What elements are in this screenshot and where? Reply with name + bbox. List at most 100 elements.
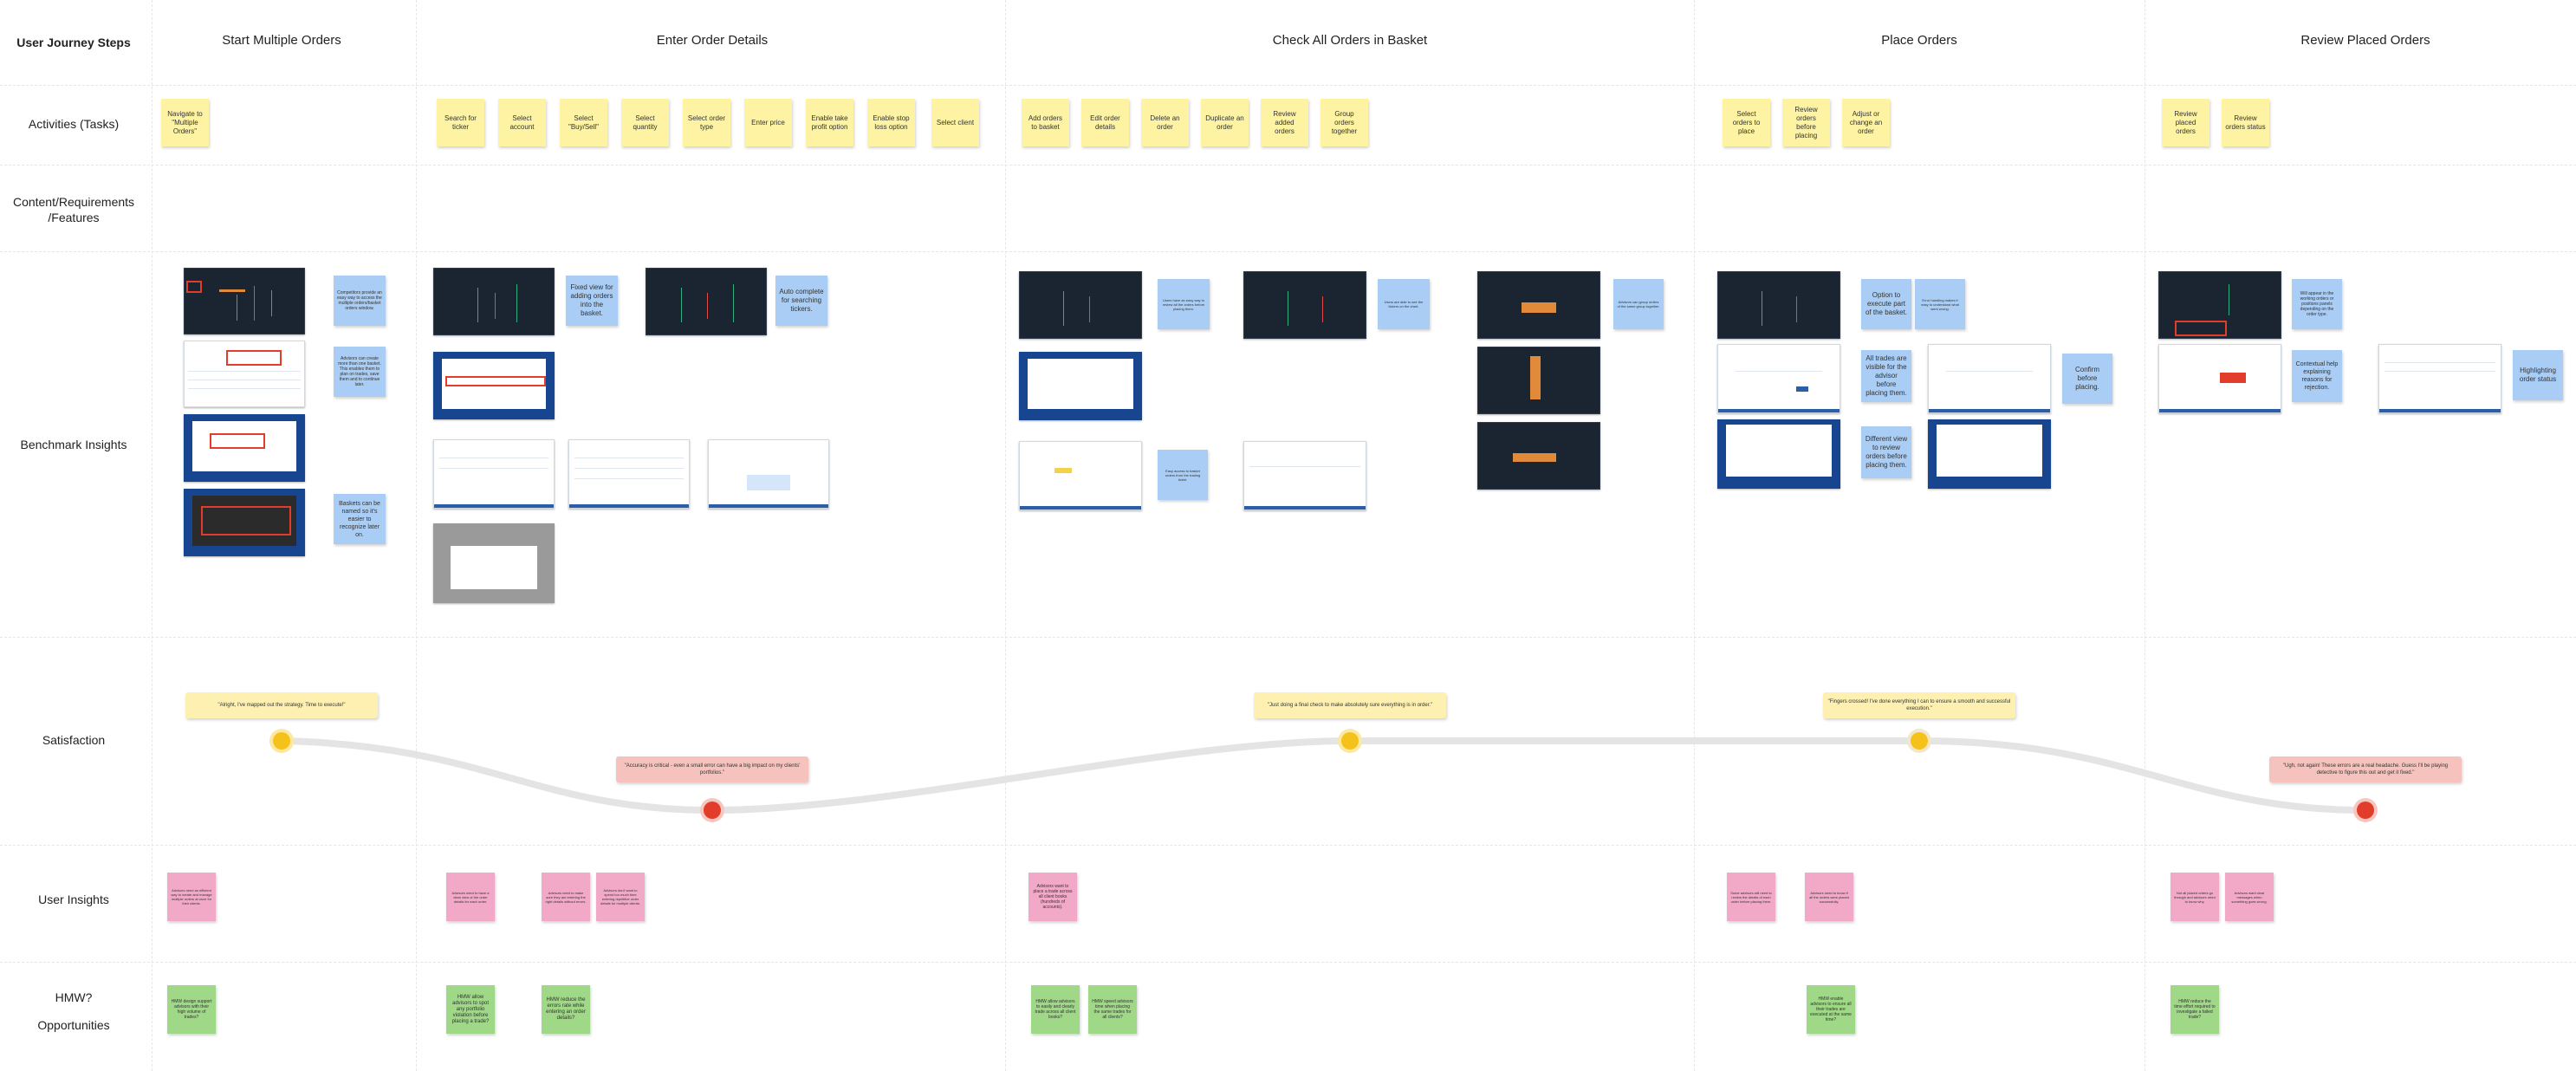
phase-start-multiple-orders: Start Multiple Orders bbox=[222, 33, 341, 48]
activity-sticky: Select client bbox=[931, 99, 979, 146]
activity-sticky: Edit order details bbox=[1081, 99, 1129, 146]
benchmark-screenshot bbox=[2378, 344, 2501, 413]
benchmark-note: Confirm before placing. bbox=[2062, 354, 2112, 404]
benchmark-note: Option to execute part of the basket. bbox=[1861, 279, 1911, 329]
benchmark-note: Users have an easy way to review all the… bbox=[1158, 279, 1210, 329]
activity-sticky: Navigate to "Multiple Orders" bbox=[161, 99, 209, 146]
benchmark-note: Advisors can group orders of the same gr… bbox=[1613, 279, 1664, 329]
benchmark-screenshot bbox=[568, 439, 690, 509]
phase-review-placed-orders: Review Placed Orders bbox=[2300, 33, 2430, 48]
row-divider bbox=[0, 165, 2576, 166]
benchmark-screenshot bbox=[184, 268, 305, 334]
hmw-sticky: HMW reduce the errors rate while enterin… bbox=[542, 985, 590, 1034]
satisfaction-point-low bbox=[704, 802, 721, 819]
hmw-sticky: HMW reduce the time effort required to i… bbox=[2170, 985, 2219, 1034]
row-label-content: Content/Requirements /Features bbox=[12, 195, 135, 224]
user-insight-sticky: Not all placed orders go through and adv… bbox=[2170, 873, 2219, 921]
benchmark-note: Highlighting order status bbox=[2513, 350, 2563, 400]
benchmark-screenshot bbox=[1928, 344, 2051, 413]
satisfaction-quote: "Alright, I've mapped out the strategy. … bbox=[185, 692, 378, 718]
user-insight-sticky: Some advisors will need to review the de… bbox=[1727, 873, 1775, 921]
benchmark-screenshot bbox=[1019, 352, 1142, 420]
satisfaction-quote: "Ugh, not again! These errors are a real… bbox=[2269, 756, 2462, 782]
activity-sticky: Search for ticker bbox=[437, 99, 484, 146]
activity-sticky: Enter price bbox=[744, 99, 792, 146]
activity-sticky: Enable take profit option bbox=[806, 99, 853, 146]
user-insight-sticky: Advisors need an efficient way to create… bbox=[167, 873, 216, 921]
hmw-sticky: HMW design support advisors with their h… bbox=[167, 985, 216, 1034]
benchmark-note: Auto complete for searching tickers. bbox=[775, 276, 827, 326]
benchmark-screenshot bbox=[184, 341, 305, 407]
activity-sticky: Review orders before placing bbox=[1782, 99, 1830, 146]
benchmark-screenshot bbox=[433, 268, 555, 335]
benchmark-screenshot bbox=[1477, 422, 1600, 490]
phase-enter-order-details: Enter Order Details bbox=[656, 33, 769, 48]
user-insight-sticky: Advisors don't want to spend too much ti… bbox=[596, 873, 645, 921]
satisfaction-point-low bbox=[2357, 802, 2374, 819]
benchmark-screenshot bbox=[184, 414, 305, 482]
row-label-satisfaction: Satisfaction bbox=[42, 733, 106, 747]
benchmark-note: Baskets can be named so it's easier to r… bbox=[334, 494, 386, 544]
row-label-hmw: HMW? bbox=[55, 990, 93, 1004]
row-divider bbox=[0, 251, 2576, 252]
row-label-steps: User Journey Steps bbox=[16, 36, 131, 49]
benchmark-screenshot bbox=[1717, 271, 1840, 339]
user-insight-sticky: Advisors want clear messages when someth… bbox=[2225, 873, 2274, 921]
row-divider bbox=[0, 962, 2576, 963]
hmw-sticky: HMW allow advisors to easily and clearly… bbox=[1031, 985, 1080, 1034]
benchmark-screenshot bbox=[1019, 441, 1142, 510]
benchmark-screenshot bbox=[433, 352, 555, 419]
benchmark-screenshot bbox=[433, 523, 555, 603]
user-insight-sticky: Advisors need to have a clear view of th… bbox=[446, 873, 495, 921]
activity-sticky: Select orders to place bbox=[1723, 99, 1770, 146]
benchmark-note: Easy access to basket orders from the tr… bbox=[1158, 450, 1208, 500]
benchmark-screenshot bbox=[1717, 344, 1840, 413]
hmw-sticky: HMW speed advisors time when placing the… bbox=[1088, 985, 1137, 1034]
benchmark-note: Different view to review orders before p… bbox=[1861, 426, 1911, 478]
column-divider bbox=[1694, 0, 1695, 1071]
benchmark-note: Fixed view for adding orders into the ba… bbox=[566, 276, 618, 326]
row-label-activities: Activities (Tasks) bbox=[28, 117, 120, 131]
activity-sticky: Adjust or change an order bbox=[1842, 99, 1890, 146]
row-label-benchmark: Benchmark Insights bbox=[20, 438, 127, 451]
benchmark-screenshot bbox=[708, 439, 829, 509]
benchmark-screenshot bbox=[2158, 344, 2281, 413]
activity-sticky: Add orders to basket bbox=[1022, 99, 1069, 146]
row-divider bbox=[0, 845, 2576, 846]
row-label-user-insights: User Insights bbox=[38, 892, 109, 906]
user-insight-sticky: Advisors want to place a trade across al… bbox=[1028, 873, 1077, 921]
activity-sticky: Review added orders bbox=[1261, 99, 1308, 146]
benchmark-note: All trades are visible for the advisor b… bbox=[1861, 350, 1911, 402]
benchmark-screenshot bbox=[1477, 271, 1600, 339]
benchmark-screenshot bbox=[1928, 419, 2051, 489]
benchmark-screenshot bbox=[1243, 271, 1366, 339]
column-divider bbox=[416, 0, 417, 1071]
activity-sticky: Select order type bbox=[683, 99, 730, 146]
satisfaction-point-high bbox=[1911, 732, 1928, 750]
benchmark-screenshot bbox=[433, 439, 555, 509]
satisfaction-quote: "Fingers crossed! I've done everything I… bbox=[1823, 692, 2015, 718]
activity-sticky: Select quantity bbox=[621, 99, 669, 146]
activity-sticky: Select "Buy/Sell" bbox=[560, 99, 607, 146]
activity-sticky: Review orders status bbox=[2222, 99, 2269, 146]
satisfaction-quote: "Accuracy is critical - even a small err… bbox=[616, 756, 808, 782]
benchmark-note: Competitors provide an easy way to acces… bbox=[334, 276, 386, 326]
activity-sticky: Delete an order bbox=[1141, 99, 1189, 146]
phase-check-orders-basket: Check All Orders in Basket bbox=[1272, 33, 1428, 48]
user-insight-sticky: Advisors need to make sure they are ente… bbox=[542, 873, 590, 921]
benchmark-note: Users are able to see the tickers on the… bbox=[1378, 279, 1430, 329]
activity-sticky: Group orders together bbox=[1320, 99, 1368, 146]
activity-sticky: Duplicate an order bbox=[1201, 99, 1249, 146]
activity-sticky: Enable stop loss option bbox=[867, 99, 915, 146]
activity-sticky: Select account bbox=[498, 99, 546, 146]
satisfaction-point-high bbox=[1341, 732, 1359, 750]
column-divider bbox=[1005, 0, 1006, 1071]
benchmark-note: Advisors can create more than one basket… bbox=[334, 347, 386, 397]
benchmark-note: Will appear in the working orders or pos… bbox=[2292, 279, 2342, 329]
benchmark-screenshot bbox=[184, 489, 305, 556]
benchmark-screenshot bbox=[1717, 419, 1840, 489]
phase-place-orders: Place Orders bbox=[1881, 33, 1957, 48]
benchmark-screenshot bbox=[1477, 347, 1600, 414]
benchmark-screenshot bbox=[1019, 271, 1142, 339]
activity-sticky: Review placed orders bbox=[2162, 99, 2209, 146]
